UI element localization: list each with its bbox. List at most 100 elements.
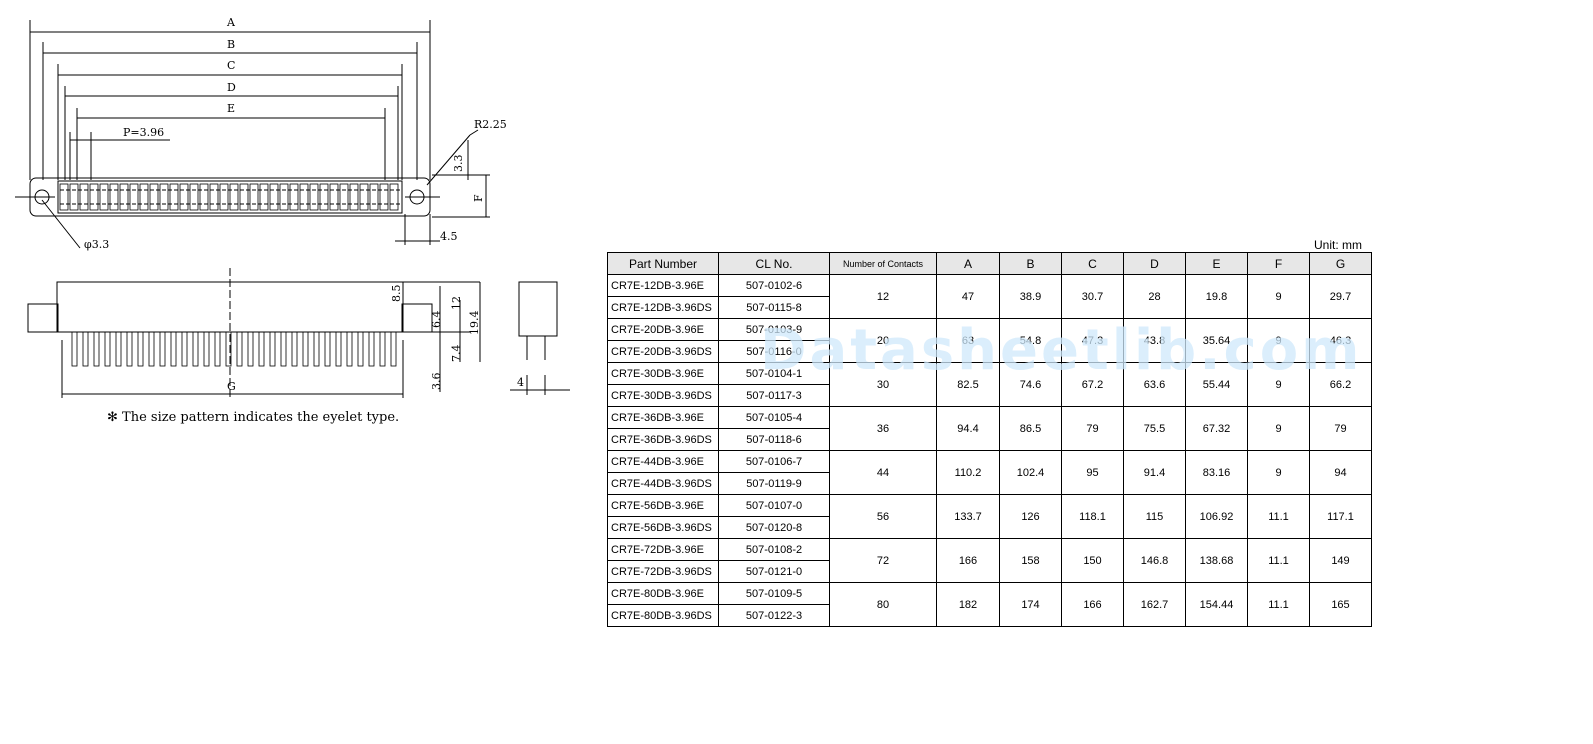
part-number-cell: CR7E-20DB-3.96E <box>607 318 719 341</box>
dim-d-cell: 162.7 <box>1123 582 1186 627</box>
cl-number-cell: 507-0108-2 <box>718 538 830 561</box>
dim-c-cell: 47.3 <box>1061 318 1124 363</box>
cl-number-cell: 507-0117-3 <box>718 384 830 407</box>
cl-number-cell: 507-0120-8 <box>718 516 830 539</box>
dim-f-cell: 11.1 <box>1247 494 1310 539</box>
dim-e-cell: 67.32 <box>1185 406 1248 451</box>
dim-f-label: F <box>472 194 485 202</box>
dim-c-cell: 150 <box>1061 538 1124 583</box>
dim-pitch-label: P=3.96 <box>123 126 164 139</box>
cl-number-cell: 507-0109-5 <box>718 582 830 605</box>
dim-c-cell: 67.2 <box>1061 362 1124 407</box>
dim-d-cell: 63.6 <box>1123 362 1186 407</box>
dim-b-cell: 54.8 <box>999 318 1062 363</box>
dim-g-cell: 117.1 <box>1309 494 1372 539</box>
dim-f-cell: 9 <box>1247 406 1310 451</box>
cl-number-cell: 507-0104-1 <box>718 362 830 385</box>
dim-g-label: G <box>227 380 236 393</box>
dim-f-cell: 11.1 <box>1247 538 1310 583</box>
dim-f-cell: 9 <box>1247 274 1310 319</box>
dim-c-cell: 166 <box>1061 582 1124 627</box>
dim-d-cell: 115 <box>1123 494 1186 539</box>
header-f: F <box>1247 252 1310 275</box>
header-row: Part Number CL No. Number of Contacts A … <box>607 252 1372 275</box>
dim-c-cell: 30.7 <box>1061 274 1124 319</box>
dim-3-6-label: 3.6 <box>430 373 443 391</box>
dim-g-cell: 165 <box>1309 582 1372 627</box>
part-number-cell: CR7E-12DB-3.96DS <box>607 296 719 319</box>
dim-radius-label: R2.25 <box>474 118 507 131</box>
dim-d-cell: 91.4 <box>1123 450 1186 495</box>
header-g: G <box>1309 252 1372 275</box>
dim-g-cell: 149 <box>1309 538 1372 583</box>
part-number-cell: CR7E-80DB-3.96DS <box>607 604 719 627</box>
part-number-cell: CR7E-80DB-3.96E <box>607 582 719 605</box>
table-header: Part Number CL No. Number of Contacts A … <box>607 252 1372 275</box>
dim-e-cell: 19.8 <box>1185 274 1248 319</box>
dim-e-cell: 35.64 <box>1185 318 1248 363</box>
unit-label: Unit: mm <box>1314 238 1362 252</box>
dim-b-cell: 102.4 <box>999 450 1062 495</box>
cl-number-cell: 507-0122-3 <box>718 604 830 627</box>
dim-g-cell: 46.3 <box>1309 318 1372 363</box>
header-d: D <box>1123 252 1186 275</box>
cl-number-cell: 507-0118-6 <box>718 428 830 451</box>
cl-number-cell: 507-0105-4 <box>718 406 830 429</box>
dim-b-cell: 126 <box>999 494 1062 539</box>
contacts-cell: 12 <box>829 274 937 319</box>
contacts-cell: 72 <box>829 538 937 583</box>
part-number-cell: CR7E-56DB-3.96E <box>607 494 719 517</box>
dim-c-cell: 79 <box>1061 406 1124 451</box>
cl-number-cell: 507-0116-0 <box>718 340 830 363</box>
contacts-cell: 30 <box>829 362 937 407</box>
contacts-cell: 56 <box>829 494 937 539</box>
dim-e-cell: 154.44 <box>1185 582 1248 627</box>
header-a: A <box>936 252 1000 275</box>
dim-c-cell: 95 <box>1061 450 1124 495</box>
dim-a-cell: 82.5 <box>936 362 1000 407</box>
dim-a-cell: 63 <box>936 318 1000 363</box>
dim-12-label: 12 <box>450 296 463 310</box>
connector-drawing: A B C D E P=3.96 R2.25 φ3.3 3.3 F 4.5 8.… <box>15 16 570 400</box>
dim-e-label: E <box>227 102 235 115</box>
dim-a-cell: 166 <box>936 538 1000 583</box>
header-contacts: Number of Contacts <box>829 252 937 275</box>
header-b: B <box>999 252 1062 275</box>
contacts-cell: 36 <box>829 406 937 451</box>
dim-6-4-label: 6.4 <box>430 311 443 329</box>
dim-e-cell: 83.16 <box>1185 450 1248 495</box>
header-e: E <box>1185 252 1248 275</box>
dim-e-cell: 138.68 <box>1185 538 1248 583</box>
dim-e-cell: 106.92 <box>1185 494 1248 539</box>
dim-19-4-label: 19.4 <box>468 311 481 336</box>
dim-f-cell: 9 <box>1247 450 1310 495</box>
cl-number-cell: 507-0103-9 <box>718 318 830 341</box>
dim-hole-label: φ3.3 <box>84 238 109 251</box>
dim-d-cell: 146.8 <box>1123 538 1186 583</box>
dim-d-label: D <box>227 81 236 94</box>
dim-b-cell: 158 <box>999 538 1062 583</box>
dim-a-cell: 182 <box>936 582 1000 627</box>
contacts-cell: 20 <box>829 318 937 363</box>
dim-b-label: B <box>227 38 235 51</box>
cl-number-cell: 507-0107-0 <box>718 494 830 517</box>
dim-f-cell: 9 <box>1247 362 1310 407</box>
eyelet-note: ✻ The size pattern indicates the eyelet … <box>107 410 400 425</box>
part-number-cell: CR7E-12DB-3.96E <box>607 274 719 297</box>
part-number-cell: CR7E-30DB-3.96DS <box>607 384 719 407</box>
dim-d-cell: 43.8 <box>1123 318 1186 363</box>
part-number-cell: CR7E-72DB-3.96DS <box>607 560 719 583</box>
